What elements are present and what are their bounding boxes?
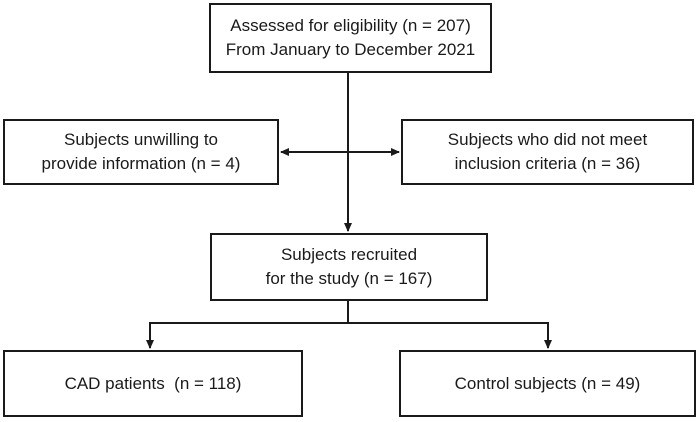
eligibility-box: Assessed for eligibility (n = 207) From … xyxy=(209,3,492,73)
unwilling-label-line2: provide information (n = 4) xyxy=(41,154,241,173)
recruited-subjects-box: Subjects recruited for the study (n = 16… xyxy=(210,233,488,301)
excluded-label-line2: inclusion criteria (n = 36) xyxy=(454,154,641,173)
unwilling-label-line1: Subjects unwilling to xyxy=(63,130,219,149)
eligibility-period-label: From January to December 2021 xyxy=(225,40,476,59)
recruited-label-line2: for the study (n = 167) xyxy=(265,269,433,288)
unwilling-subjects-box: Subjects unwilling to provide informatio… xyxy=(3,119,279,185)
cad-patients-box: CAD patients (n = 118) xyxy=(3,350,303,417)
control-subjects-label: Control subjects (n = 49) xyxy=(454,373,641,393)
cad-patients-label: CAD patients (n = 118) xyxy=(64,373,242,393)
excluded-label-line1: Subjects who did not meet xyxy=(447,130,648,149)
excluded-subjects-box: Subjects who did not meet inclusion crit… xyxy=(401,119,694,185)
control-subjects-box: Control subjects (n = 49) xyxy=(399,350,696,417)
eligibility-count-label: Assessed for eligibility (n = 207) xyxy=(230,16,471,35)
recruited-label-line1: Subjects recruited xyxy=(280,245,418,264)
